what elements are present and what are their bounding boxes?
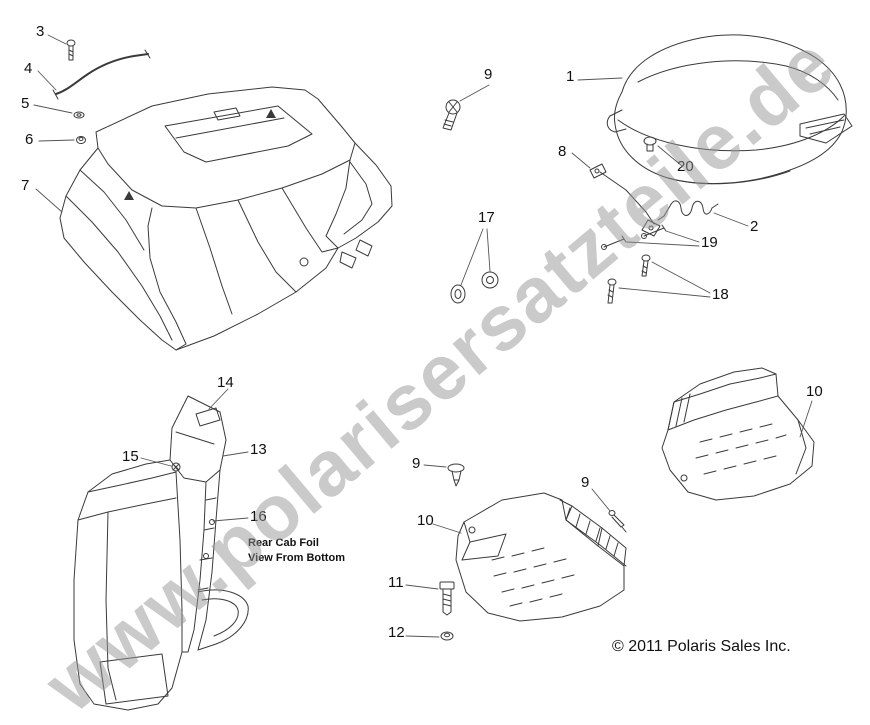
callout-16: 16 [250, 508, 267, 525]
rivet-9-footwell [447, 463, 465, 487]
leader-16 [212, 517, 249, 522]
leader-14 [208, 388, 229, 410]
bolts-18 [607, 254, 651, 304]
leader-11 [405, 584, 439, 590]
view-note-line2: View From Bottom [248, 552, 345, 565]
clip-15 [171, 462, 181, 472]
callout-10-left: 10 [417, 512, 434, 529]
callout-9-footwell: 9 [412, 455, 421, 472]
callout-4: 4 [24, 60, 33, 77]
footwell-left-part [455, 492, 627, 622]
callout-1: 1 [566, 68, 575, 85]
callout-14: 14 [217, 374, 234, 391]
callout-9-right: 9 [581, 474, 590, 491]
callout-6: 6 [25, 131, 34, 148]
view-note-line1: Rear Cab Foil [248, 537, 319, 549]
callout-3: 3 [36, 23, 45, 40]
leader-6 [38, 139, 75, 142]
leader-19a [665, 230, 700, 243]
washer-5 [73, 111, 85, 119]
callout-7: 7 [21, 177, 30, 194]
nut-12 [440, 631, 454, 641]
leader-10-left [432, 523, 462, 534]
leader-17a [486, 228, 491, 272]
callout-12: 12 [388, 624, 405, 641]
leader-17b [460, 228, 484, 286]
callout-17: 17 [478, 209, 495, 226]
leader-7 [35, 188, 63, 213]
nut-6 [76, 136, 86, 144]
view-note: Rear Cab Foil View From Bottom [248, 536, 345, 567]
footwell-right-part [661, 367, 815, 501]
leader-18b [618, 287, 711, 298]
leader-4 [37, 70, 57, 91]
bracket-8 [589, 163, 661, 237]
logo-mark [266, 109, 276, 118]
callout-19: 19 [701, 234, 718, 251]
front-cab-part [73, 395, 249, 711]
bolt-3 [66, 39, 76, 61]
rivet-9-top [442, 99, 461, 131]
callout-15: 15 [122, 448, 139, 465]
clips-17 [450, 271, 499, 304]
pins-19 [601, 224, 667, 250]
bolt-11 [439, 581, 455, 616]
callout-20: 20 [677, 158, 694, 175]
spring-2 [657, 200, 719, 221]
leader-9-footwell [423, 464, 447, 468]
rear-cab-part [59, 86, 393, 351]
callout-2: 2 [750, 218, 759, 235]
leader-12 [405, 635, 440, 638]
callout-10-right: 10 [806, 383, 823, 400]
leader-2 [713, 212, 749, 227]
leader-18a [651, 261, 711, 294]
leader-15 [140, 457, 172, 467]
pin-9-right [608, 510, 627, 533]
vent-rod-4 [52, 49, 151, 100]
leader-1 [577, 77, 623, 81]
leader-3 [47, 34, 67, 45]
callout-8: 8 [558, 143, 567, 160]
leader-9-right [591, 488, 611, 512]
leader-lines [33, 34, 813, 638]
leader-20 [657, 145, 683, 167]
callout-11: 11 [388, 574, 404, 591]
seat-part [606, 34, 853, 185]
callout-5: 5 [21, 95, 30, 112]
leader-19b [626, 241, 700, 247]
leader-5 [33, 104, 73, 114]
leader-10-right [799, 400, 813, 438]
callout-13: 13 [250, 441, 267, 458]
leader-13 [222, 451, 249, 457]
leader-9-top [459, 84, 490, 102]
leader-8 [571, 152, 591, 169]
copyright-text: © 2011 Polaris Sales Inc. [612, 638, 791, 655]
callout-9-top: 9 [484, 66, 493, 83]
logo-mark [124, 191, 134, 200]
callout-18: 18 [712, 286, 729, 303]
cap-20 [643, 136, 657, 152]
